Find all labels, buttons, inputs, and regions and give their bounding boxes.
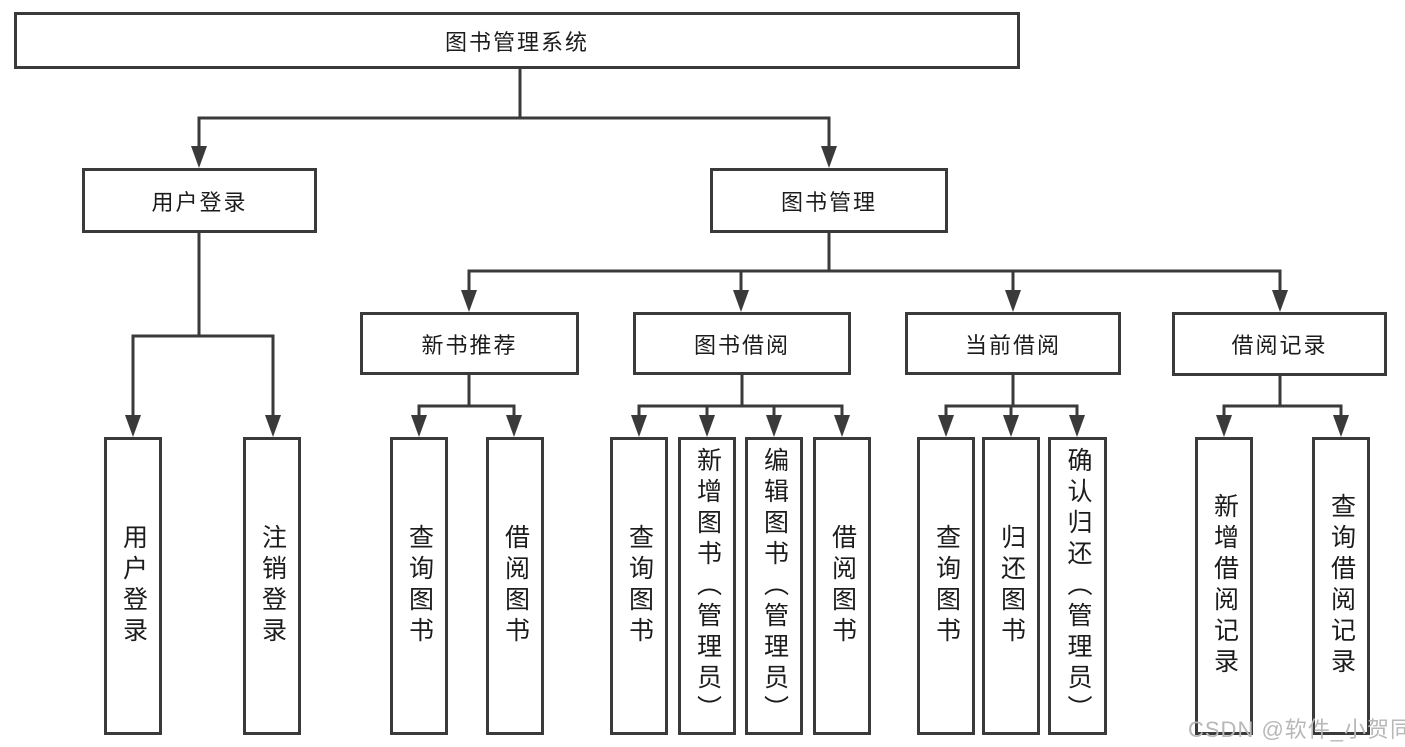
- node-leaf-user-login-label: 用户登录: [119, 524, 148, 648]
- node-new-book-rec-label: 新书推荐: [421, 332, 518, 358]
- watermark: CSDN @软件_小贺同学: [1188, 717, 1405, 742]
- node-borrow-record-label: 借阅记录: [1231, 333, 1328, 358]
- node-current-borrow-label: 当前借阅: [964, 332, 1061, 358]
- node-leaf-bb-edit-book: 编辑图书（管理员）: [745, 437, 803, 735]
- node-leaf-bb-query-book: 查询图书: [610, 437, 668, 735]
- node-current-borrow: 当前借阅: [905, 312, 1121, 375]
- node-leaf-user-login: 用户登录: [104, 437, 162, 735]
- node-leaf-cb-confirm-return: 确认归还（管理员）: [1048, 437, 1107, 735]
- node-leaf-bb-add-book-label: 新增图书（管理员）: [693, 446, 722, 726]
- node-leaf-bb-query-book-label: 查询图书: [625, 524, 654, 648]
- node-leaf-cb-confirm-return-label: 确认归还（管理员）: [1064, 446, 1092, 726]
- connector-current-borrow-children: [938, 375, 1085, 437]
- connector-user-login-children: [125, 233, 281, 437]
- node-book-borrow-label: 图书借阅: [693, 332, 790, 358]
- node-leaf-bb-borrow-book: 借阅图书: [813, 437, 871, 735]
- connector-book-borrow-children: [631, 375, 850, 437]
- node-book-borrow: 图书借阅: [633, 312, 851, 375]
- node-user-login-label: 用户登录: [151, 189, 248, 215]
- node-leaf-bb-edit-book-label: 编辑图书（管理员）: [760, 446, 789, 726]
- node-new-book-rec: 新书推荐: [360, 312, 579, 375]
- node-leaf-bb-add-book: 新增图书（管理员）: [678, 437, 736, 735]
- node-leaf-br-add-record: 新增借阅记录: [1195, 437, 1253, 735]
- node-leaf-nr-query-book-label: 查询图书: [405, 524, 434, 648]
- node-leaf-logout: 注销登录: [243, 437, 301, 735]
- node-leaf-cb-query-book-label: 查询图书: [932, 524, 961, 648]
- node-leaf-bb-borrow-book-label: 借阅图书: [828, 524, 857, 648]
- connector-root-to-level2: [191, 69, 837, 168]
- node-leaf-cb-return-book: 归还图书: [982, 437, 1040, 735]
- node-book-mgmt-label: 图书管理: [780, 189, 877, 215]
- node-leaf-br-query-record-label: 查询借阅记录: [1327, 493, 1356, 679]
- node-leaf-cb-query-book: 查询图书: [917, 437, 975, 735]
- node-root-label: 图书管理系统: [444, 29, 589, 55]
- node-borrow-record: 借阅记录: [1172, 312, 1387, 376]
- node-leaf-nr-borrow-book-label: 借阅图书: [501, 524, 530, 648]
- node-leaf-nr-query-book: 查询图书: [390, 437, 448, 735]
- node-user-login: 用户登录: [82, 168, 317, 233]
- connector-book-mgmt-children: [461, 233, 1288, 312]
- node-root: 图书管理系统: [14, 12, 1020, 69]
- node-leaf-br-add-record-label: 新增借阅记录: [1210, 493, 1239, 679]
- node-leaf-cb-return-book-label: 归还图书: [997, 524, 1026, 648]
- node-book-mgmt: 图书管理: [710, 168, 948, 233]
- connector-borrow-record-children: [1216, 376, 1349, 437]
- node-leaf-nr-borrow-book: 借阅图书: [486, 437, 544, 735]
- node-leaf-br-query-record: 查询借阅记录: [1312, 437, 1370, 735]
- connector-new-book-rec-children: [411, 375, 522, 437]
- node-leaf-logout-label: 注销登录: [258, 524, 287, 648]
